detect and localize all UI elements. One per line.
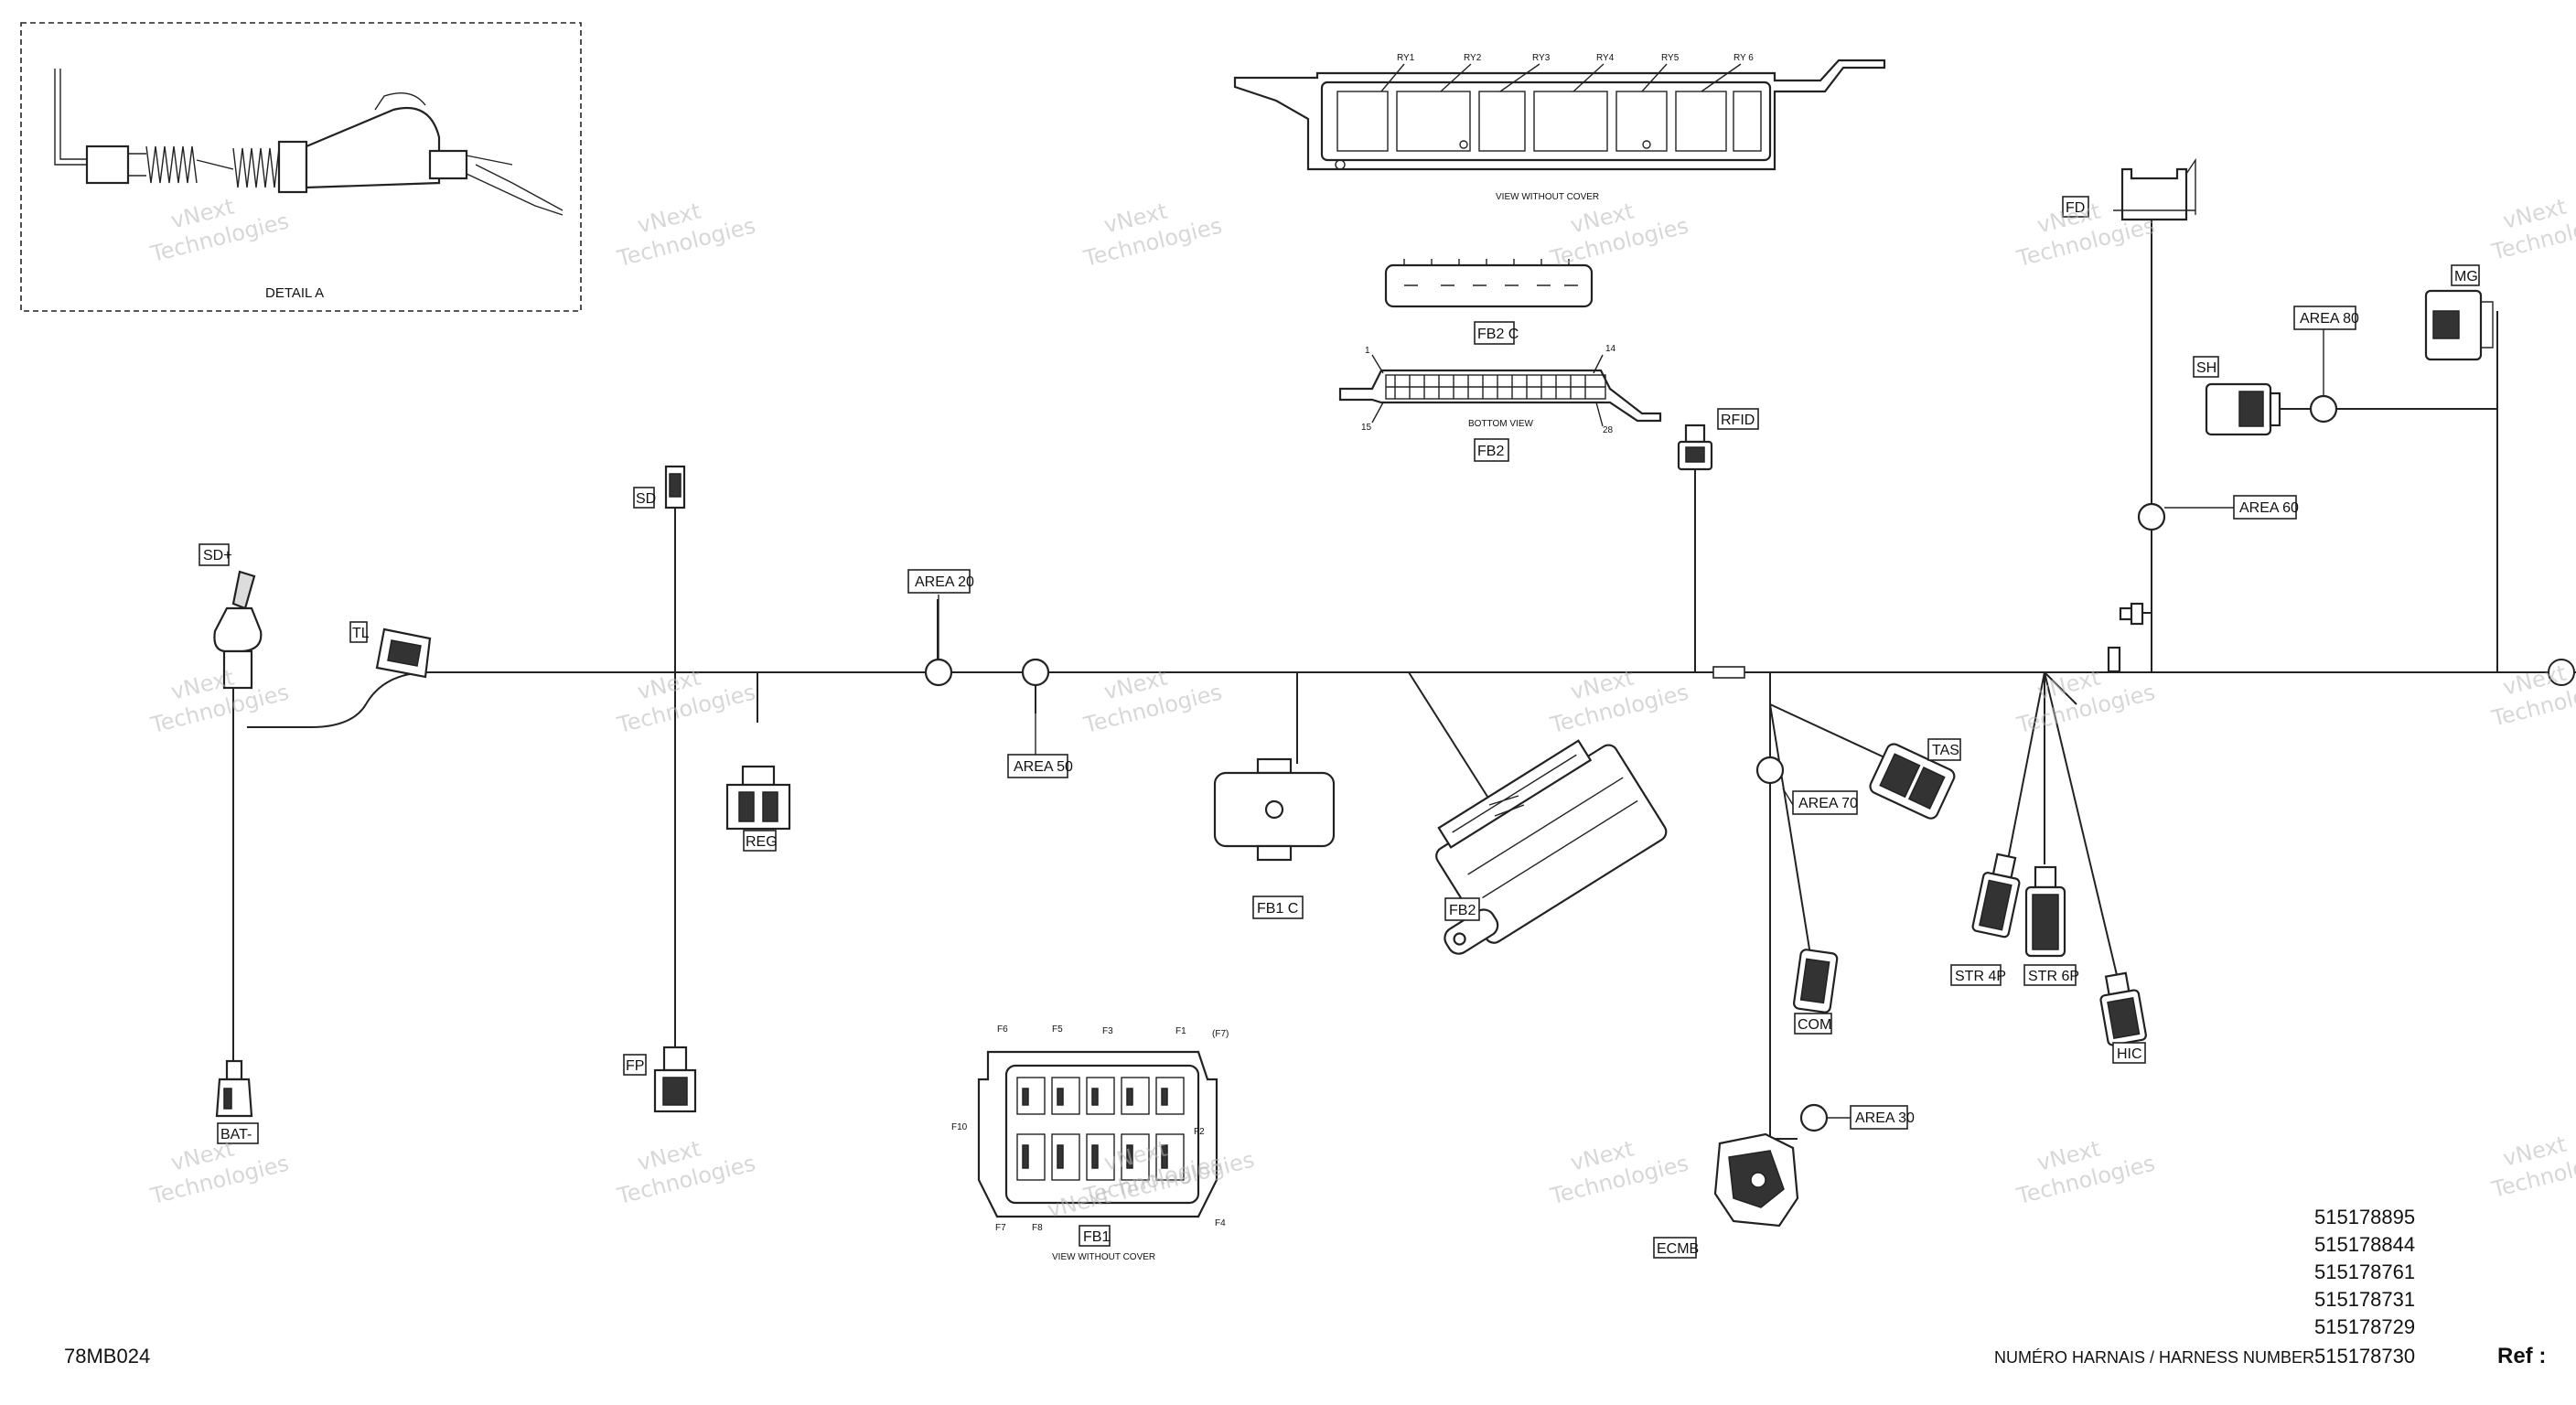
fd-label: FD — [2066, 200, 2085, 216]
area-80-node — [2309, 394, 2338, 424]
area-60-node — [2137, 502, 2166, 531]
fb1-pin-f3: F3 — [1102, 1026, 1113, 1036]
title-block: 515178895 515178844 515178761 515178731 … — [64, 1206, 2546, 1368]
fb1-pin-f7-top: (F7) — [1212, 1029, 1229, 1039]
detail-a-caption: DETAIL A — [265, 285, 324, 301]
relay-box: RY1 RY2 RY3 RY4 RY5 RY 6 VIEW WITHOUT CO… — [1233, 53, 1886, 202]
rfid-label: RFID — [1721, 413, 1755, 428]
connector-com: COM — [1793, 949, 1839, 1035]
fb1-pin-f8: F8 — [1032, 1223, 1043, 1233]
harness-number-3: 515178761 — [2314, 1260, 2415, 1283]
connector-str-6p: STR 6P — [2023, 865, 2079, 986]
connector-sd: SD — [633, 465, 686, 509]
fb1-pin-f5: F5 — [1052, 1024, 1063, 1035]
area-30-node — [1799, 1103, 1829, 1132]
fb2-bottom-view-caption: BOTTOM VIEW — [1468, 419, 1533, 429]
connector-sh: SH — [2193, 356, 2281, 436]
relay-ry2: RY2 — [1464, 53, 1482, 63]
harness-caption: NUMÉRO HARNAIS / HARNESS NUMBER — [1994, 1348, 2314, 1367]
sd-plus-label: SD+ — [203, 548, 232, 563]
connector-ecmb: ECMB — [1653, 1132, 1799, 1259]
bat-minus-label: BAT- — [220, 1127, 252, 1142]
fb1-c-label: FB1 C — [1257, 901, 1298, 917]
fuse-box-fb2: FB2 — [1435, 739, 1668, 955]
harness-number-5: 515178729 — [2314, 1315, 2415, 1338]
fb2-top-label: FB2 — [1477, 444, 1504, 459]
harness-number-4: 515178731 — [2314, 1288, 2415, 1311]
ecmb-label: ECMB — [1657, 1241, 1699, 1257]
connector-rfid: RFID — [1677, 408, 1759, 471]
fb2-c-label: FB2 C — [1477, 327, 1519, 342]
fuse-box-fb1: F6 F5 F3 F1 (F7) F10 F2 F7 F8 F4 FB1 VIE… — [951, 1024, 1229, 1262]
reg-label: REG — [746, 834, 778, 850]
relay-ry4: RY4 — [1596, 53, 1615, 63]
area-20-label: AREA 20 — [915, 574, 974, 590]
fb2-label: FB2 — [1449, 903, 1476, 918]
area-50-node — [1021, 658, 1050, 687]
harness-number-1: 515178895 — [2314, 1206, 2415, 1228]
fb2-pin-1: 1 — [1365, 346, 1370, 356]
connector-fb2-c: FB2 C — [1384, 259, 1594, 345]
tas-label: TAS — [1932, 743, 1959, 758]
fb2-pin-15: 15 — [1361, 423, 1372, 433]
connector-tas: TAS — [1869, 738, 1961, 820]
hic-label: HIC — [2117, 1046, 2142, 1062]
connector-bat-minus: BAT- — [215, 1059, 259, 1144]
detail-a-panel: DETAIL A — [20, 22, 582, 312]
relay-ry6: RY 6 — [1733, 53, 1754, 63]
area-80-label: AREA 80 — [2300, 311, 2359, 327]
harness-number-2: 515178844 — [2314, 1233, 2415, 1256]
relay-box-view-caption: VIEW WITHOUT COVER — [1496, 192, 1599, 202]
fb1-pin-f1: F1 — [1175, 1026, 1186, 1036]
fb1-pin-f6: F6 — [997, 1024, 1008, 1035]
connector-reg: REG — [725, 765, 791, 852]
mg-label: MG — [2454, 269, 2478, 284]
relay-ry1: RY1 — [1397, 53, 1415, 63]
ref-label: Ref : — [2497, 1344, 2546, 1368]
area-50-label: AREA 50 — [1014, 759, 1073, 775]
connector-fb1-c: FB1 C — [1213, 757, 1336, 919]
inline-terminals — [2107, 602, 2144, 673]
fb2-pin-28: 28 — [1603, 425, 1614, 435]
area-20-node — [924, 658, 953, 687]
fb1-label: FB1 — [1083, 1229, 1110, 1245]
tl-label: TL — [352, 626, 370, 641]
relay-ry5: RY5 — [1661, 53, 1680, 63]
str-4p-label: STR 4P — [1955, 969, 2006, 984]
connector-hic: HIC — [2099, 971, 2147, 1064]
sh-label: SH — [2196, 360, 2216, 376]
fb1-pin-f7: F7 — [995, 1223, 1006, 1233]
harness-number-6: 515178730 — [2314, 1345, 2415, 1367]
area-70-node — [1755, 756, 1785, 785]
area-30-label: AREA 30 — [1855, 1110, 1915, 1126]
fb1-pin-f2: F2 — [1194, 1127, 1205, 1137]
com-label: COM — [1798, 1017, 1831, 1033]
connector-tl: TL — [349, 621, 432, 679]
fb1-pin-f10: F10 — [951, 1122, 968, 1132]
fb2-pin-14: 14 — [1605, 344, 1616, 354]
main-harness — [232, 220, 2576, 1143]
str-6p-label: STR 6P — [2028, 969, 2079, 984]
area-60-label: AREA 60 — [2239, 500, 2299, 516]
fb1-pin-f4: F4 — [1215, 1218, 1226, 1228]
connector-sd-plus: SD+ — [199, 543, 263, 690]
fb1-fuse-grid — [1016, 1077, 1185, 1181]
relay-ry3: RY3 — [1532, 53, 1551, 63]
sd-label: SD — [636, 491, 656, 507]
fb1-view-caption: VIEW WITHOUT COVER — [1052, 1252, 1155, 1262]
fp-label: FP — [626, 1058, 644, 1074]
connector-fd: FD — [2062, 157, 2196, 221]
drawing-code: 78MB024 — [64, 1345, 150, 1367]
connector-str-4p: STR 4P — [1950, 853, 2021, 986]
area-70-label: AREA 70 — [1798, 796, 1858, 811]
watermarks: vNext Technologies vNext Technologies vN… — [147, 194, 2576, 1223]
area-markers: AREA 20 AREA 50 AREA 70 AREA 30 AREA 60 … — [907, 306, 2359, 1132]
connector-mg: MG — [2424, 264, 2494, 361]
connector-fp: FP — [623, 1046, 697, 1113]
fb2-bottom-view: 1 14 15 28 BOTTOM VIEW FB2 — [1338, 344, 1662, 462]
